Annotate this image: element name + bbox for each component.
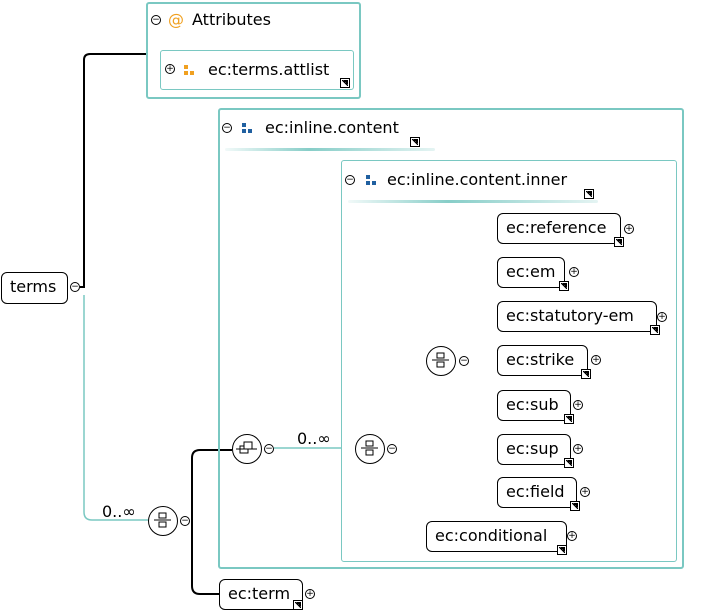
reference-arrow-icon[interactable]: [559, 281, 569, 291]
sequence-compositor-icon[interactable]: [426, 346, 456, 376]
attribute-group-icon: [184, 65, 194, 75]
expand-icon[interactable]: +: [657, 312, 667, 322]
element-label: ec:sup: [506, 439, 559, 458]
root-element-terms[interactable]: terms: [1, 272, 68, 304]
element-ec-strike[interactable]: ec:strike: [497, 345, 588, 376]
element-label: ec:term: [228, 584, 291, 603]
reference-arrow-icon[interactable]: [557, 545, 567, 555]
collapse-icon[interactable]: −: [459, 356, 469, 366]
element-label: ec:statutory-em: [506, 306, 634, 325]
expand-icon[interactable]: +: [305, 589, 315, 599]
attribute-group-label: ec:terms.attlist: [208, 60, 330, 79]
group-icon: [366, 175, 376, 185]
collapse-icon[interactable]: −: [180, 516, 190, 526]
expand-icon[interactable]: +: [567, 531, 577, 541]
reference-arrow-icon[interactable]: [564, 458, 574, 468]
header-separator: [225, 148, 435, 151]
attributes-header: Attributes: [192, 10, 271, 29]
expand-icon[interactable]: +: [573, 400, 583, 410]
attribute-group-box[interactable]: [160, 50, 354, 90]
inline-content-inner-header: ec:inline.content.inner: [387, 170, 568, 189]
expand-icon[interactable]: +: [580, 487, 590, 497]
element-ec-em[interactable]: ec:em: [497, 257, 565, 288]
collapse-icon[interactable]: −: [264, 444, 274, 454]
collapse-icon[interactable]: −: [387, 444, 397, 454]
sequence-compositor-icon[interactable]: [148, 506, 178, 536]
reference-arrow-icon[interactable]: [340, 78, 350, 88]
choice-cardinality: 0..∞: [297, 429, 331, 448]
collapse-icon[interactable]: −: [70, 282, 80, 292]
reference-arrow-icon[interactable]: [570, 501, 580, 511]
collapse-icon[interactable]: −: [222, 123, 232, 133]
reference-arrow-icon[interactable]: [293, 600, 303, 610]
element-ec-conditional[interactable]: ec:conditional: [426, 521, 567, 552]
reference-arrow-icon[interactable]: [410, 137, 420, 147]
sequence-compositor-icon[interactable]: [355, 434, 385, 464]
element-ec-term[interactable]: ec:term: [219, 579, 303, 610]
collapse-icon[interactable]: −: [345, 175, 355, 185]
root-element-label: terms: [10, 277, 57, 296]
reference-arrow-icon[interactable]: [564, 414, 574, 424]
attribute-at-icon: @: [168, 10, 184, 29]
reference-arrow-icon[interactable]: [584, 189, 594, 199]
expand-icon[interactable]: +: [569, 267, 579, 277]
reference-arrow-icon[interactable]: [581, 369, 591, 379]
sequence-cardinality: 0..∞: [102, 502, 136, 521]
inline-content-panel: [218, 108, 684, 569]
element-ec-sup[interactable]: ec:sup: [497, 434, 571, 465]
element-label: ec:strike: [506, 350, 575, 369]
element-ec-reference[interactable]: ec:reference: [497, 213, 621, 244]
element-label: ec:conditional: [435, 526, 548, 545]
element-ec-statutory-em[interactable]: ec:statutory-em: [497, 301, 657, 332]
attributes-panel: [146, 2, 361, 99]
element-label: ec:em: [506, 262, 556, 281]
reference-arrow-icon[interactable]: [650, 325, 660, 335]
inline-content-header: ec:inline.content: [265, 118, 399, 137]
element-label: ec:reference: [506, 218, 607, 237]
expand-icon[interactable]: +: [573, 444, 583, 454]
element-label: ec:field: [506, 482, 565, 501]
element-ec-sub[interactable]: ec:sub: [497, 390, 571, 421]
expand-icon[interactable]: +: [165, 64, 175, 74]
expand-icon[interactable]: +: [591, 355, 601, 365]
expand-icon[interactable]: +: [624, 224, 634, 234]
element-ec-field[interactable]: ec:field: [497, 477, 577, 508]
element-label: ec:sub: [506, 395, 559, 414]
collapse-icon[interactable]: −: [151, 15, 161, 25]
header-separator: [348, 200, 598, 203]
reference-arrow-icon[interactable]: [614, 237, 624, 247]
choice-compositor-icon[interactable]: [232, 434, 262, 464]
group-icon: [242, 123, 252, 133]
